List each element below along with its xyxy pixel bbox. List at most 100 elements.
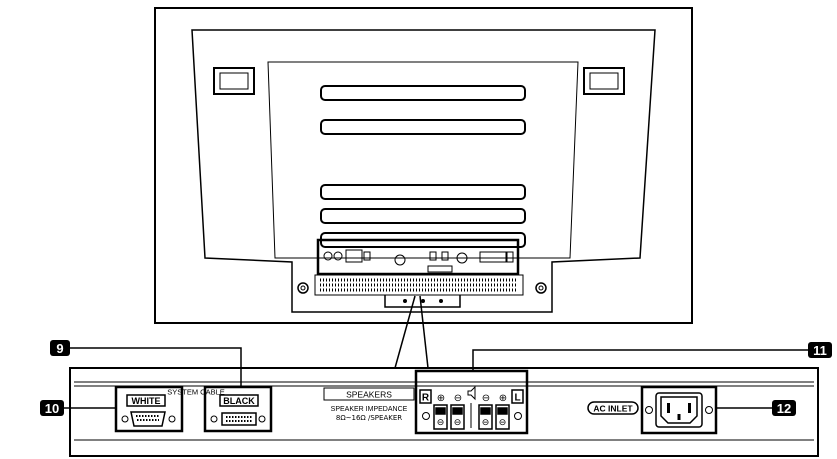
terminal-clip-r-minus bbox=[450, 404, 465, 430]
clip-symbol: ⊖ bbox=[499, 418, 507, 428]
screw-head bbox=[300, 285, 306, 291]
speaker-terminals: R L ⊕ ⊖ ⊖ ⊕ ⊖ ⊖ ⊖ ⊖ bbox=[414, 369, 529, 435]
clip-top bbox=[452, 407, 463, 415]
tv-back-cover bbox=[267, 61, 579, 259]
iec-pin bbox=[688, 403, 691, 413]
callout-11: 11 bbox=[808, 342, 832, 358]
mini-connectors bbox=[323, 249, 514, 273]
clip-symbol: ⊖ bbox=[437, 418, 445, 428]
callout-badge bbox=[808, 342, 832, 358]
label-bg bbox=[156, 387, 236, 396]
white-connector-highlight bbox=[114, 385, 184, 433]
ac-inlet bbox=[640, 385, 718, 435]
leader-11 bbox=[472, 349, 808, 370]
impedance-value-text: 8Ω~16Ω /SPEAKER bbox=[336, 414, 402, 422]
ac-inlet-label: AC INLET bbox=[587, 401, 639, 415]
ac-inlet-screw bbox=[705, 406, 713, 414]
callout-badge bbox=[772, 400, 796, 416]
white-label: WHITE bbox=[132, 396, 161, 406]
terminal-clip-r-plus bbox=[433, 404, 448, 430]
ac-inlet-highlight bbox=[640, 385, 718, 435]
right-channel-box bbox=[419, 389, 432, 404]
screw bbox=[535, 282, 547, 294]
system-cable-text: SYSTEM CABLE bbox=[167, 388, 225, 397]
black-label: BLACK bbox=[223, 396, 255, 406]
tv-inner-panel bbox=[191, 29, 656, 313]
connector-screw bbox=[121, 415, 129, 423]
white-system-cable-connector: WHITE bbox=[114, 385, 184, 433]
black-connector-highlight bbox=[203, 385, 273, 433]
callout-badge bbox=[50, 340, 70, 356]
clip-top bbox=[480, 407, 491, 415]
iec-pin bbox=[667, 403, 670, 413]
callout-10: 10 bbox=[40, 400, 64, 416]
black-port-shape bbox=[221, 412, 257, 426]
connector-screw bbox=[168, 415, 176, 423]
vent-slot bbox=[320, 85, 526, 101]
connector-area-highlight bbox=[316, 238, 520, 276]
system-cable-label: SYSTEM CABLE bbox=[156, 387, 236, 397]
ac-inlet-text: AC INLET bbox=[593, 404, 633, 414]
callout-12: 12 bbox=[772, 400, 796, 416]
left-handle bbox=[213, 67, 255, 95]
terminal-clip-l-plus bbox=[495, 404, 510, 430]
speakers-label-block: SPEAKERS SPEAKER IMPEDANCE 8Ω~16Ω /SPEAK… bbox=[323, 387, 415, 422]
speaker-icon bbox=[467, 385, 476, 401]
panel-frame bbox=[69, 367, 819, 457]
black-system-cable-connector: BLACK bbox=[203, 385, 273, 433]
left-channel-box bbox=[511, 389, 524, 404]
left-handle-recess bbox=[219, 72, 249, 90]
vent-slot bbox=[320, 119, 526, 135]
callout-9: 9 bbox=[50, 340, 70, 356]
terminal-screw bbox=[422, 412, 430, 420]
callout-number: 9 bbox=[56, 341, 63, 356]
black-label-box bbox=[219, 394, 259, 407]
terminal-screw bbox=[514, 412, 522, 420]
stand-tab bbox=[384, 295, 461, 308]
tab-dot bbox=[439, 299, 443, 303]
iec-socket-inner bbox=[660, 396, 698, 424]
speaker-terminals-highlight bbox=[414, 369, 529, 435]
leader-lines bbox=[64, 295, 808, 409]
clip-top bbox=[497, 407, 508, 415]
right-channel-label: R bbox=[422, 393, 430, 404]
right-handle-recess bbox=[589, 72, 619, 90]
callout-badge bbox=[40, 400, 64, 416]
clip-top bbox=[435, 407, 446, 415]
r-plus-symbol: ⊕ bbox=[437, 393, 445, 404]
callout-number: 11 bbox=[813, 343, 827, 358]
tv-outer-frame bbox=[154, 7, 693, 324]
speakers-title-box bbox=[323, 387, 415, 401]
zoom-line-right bbox=[419, 295, 429, 369]
tab-dot bbox=[421, 299, 425, 303]
speakers-title: SPEAKERS bbox=[346, 390, 392, 400]
l-plus-symbol: ⊕ bbox=[499, 393, 507, 404]
dvi-port-shape bbox=[130, 411, 166, 427]
leader-9 bbox=[70, 347, 242, 388]
vent-slot bbox=[320, 208, 526, 224]
screw bbox=[297, 282, 309, 294]
clip-symbol: ⊖ bbox=[482, 418, 490, 428]
ac-inlet-label-box bbox=[587, 401, 639, 415]
zoom-line-left bbox=[394, 295, 416, 369]
connector-screw bbox=[258, 415, 266, 423]
ac-inlet-screw bbox=[645, 406, 653, 414]
bottom-vent-strip bbox=[314, 274, 524, 296]
terminal-clip-l-minus bbox=[478, 404, 493, 430]
tv-rear-view bbox=[154, 7, 693, 324]
connector-panel: SYSTEM CABLE WHITE BLACK SPEA bbox=[69, 367, 819, 457]
clip-symbol: ⊖ bbox=[454, 418, 462, 428]
l-minus-symbol: ⊖ bbox=[482, 393, 490, 404]
tab-dot bbox=[403, 299, 407, 303]
iec-socket-outer bbox=[655, 392, 703, 428]
right-handle bbox=[583, 67, 625, 95]
screw-head bbox=[538, 285, 544, 291]
connector-screw bbox=[210, 415, 218, 423]
white-label-box bbox=[126, 394, 166, 407]
callout-number: 12 bbox=[777, 401, 791, 416]
left-channel-label: L bbox=[514, 393, 520, 404]
callout-number: 10 bbox=[45, 401, 59, 416]
iec-ground-pin bbox=[677, 414, 681, 420]
speaker-impedance-text: SPEAKER IMPEDANCE bbox=[331, 406, 408, 413]
